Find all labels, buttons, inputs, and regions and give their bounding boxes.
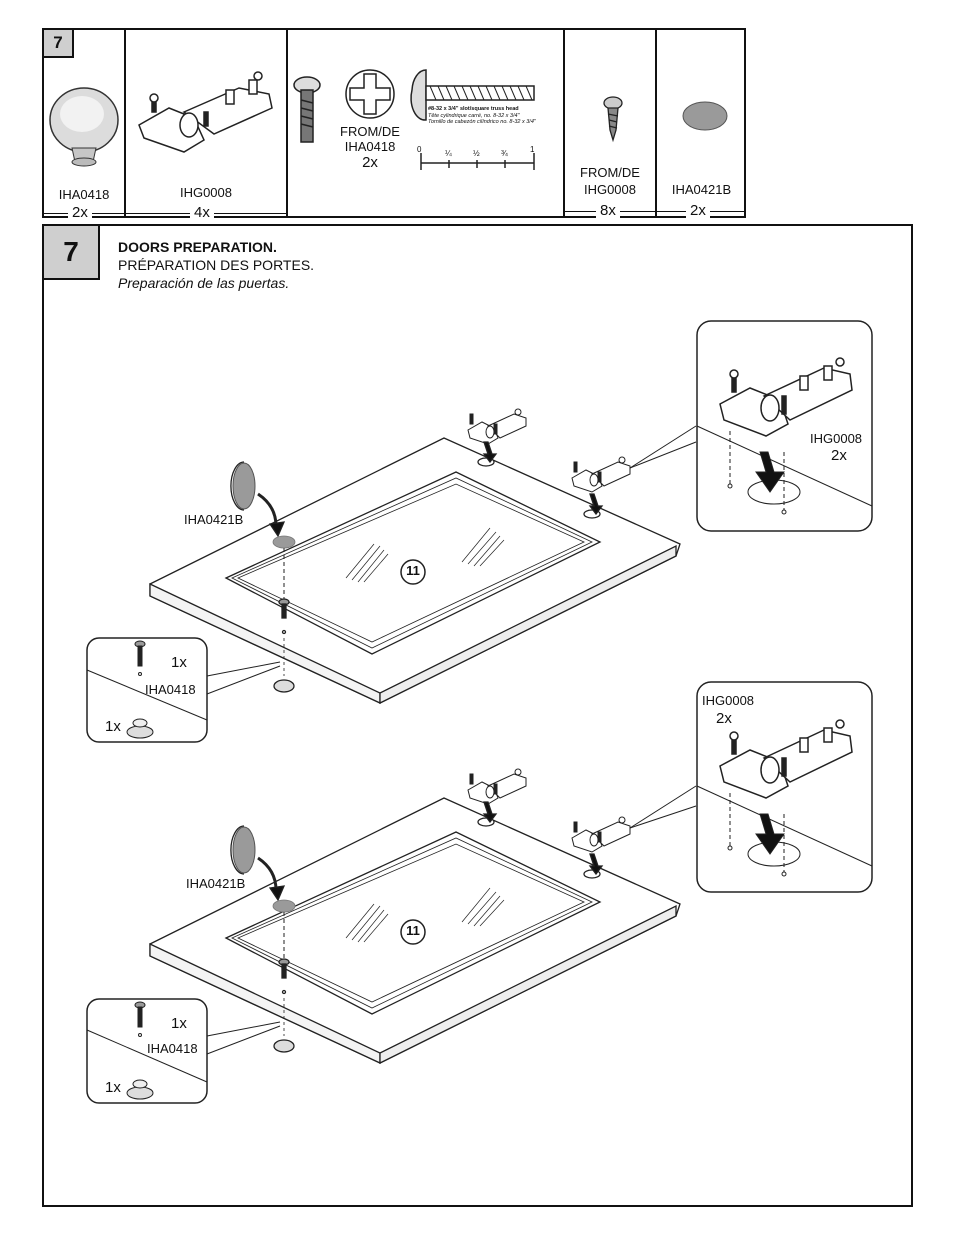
step-title-es: Preparación de las puertas. <box>118 275 290 291</box>
part-code: IHG0008 <box>583 182 637 197</box>
hinge-callout-qty: 2x <box>831 447 847 464</box>
screw-qty: 1x <box>171 1015 187 1032</box>
step-title-fr: PRÉPARATION DES PORTES. <box>118 257 315 273</box>
divider <box>655 30 657 216</box>
from-label: FROM/DE <box>580 165 640 180</box>
ruler-tick: ½ <box>473 149 480 158</box>
part-number-label: 11 <box>406 923 420 938</box>
part-code: IHG0008 <box>179 185 233 200</box>
knob-code: IHA0418 <box>147 1041 198 1056</box>
part-qty: 2x <box>362 154 378 171</box>
hinge-callout-bottom <box>696 681 873 893</box>
screw-spec-es: Tornillo de cabezón cilíndrico no. 8-32 … <box>428 119 536 125</box>
hinge-callout-qty: 2x <box>716 710 732 727</box>
knob-callout-bottom <box>86 998 281 1104</box>
part-qty: 8x <box>596 202 620 219</box>
divider <box>286 30 288 216</box>
wood-screw-icon <box>603 96 623 143</box>
part-number-label: 11 <box>406 563 420 578</box>
knob-qty: 1x <box>105 718 121 735</box>
step-title-en: DOORS PREPARATION. <box>118 239 277 255</box>
parts-illustrations <box>49 69 728 170</box>
ruler-tick: 1 <box>530 145 535 154</box>
knob-callout-top <box>86 637 281 743</box>
ruler-tick: ¼ <box>445 149 452 158</box>
part-code: IHA0421B <box>671 182 732 197</box>
from-label: FROM/DE <box>340 124 400 139</box>
ruler-tick: 0 <box>417 145 422 154</box>
hinge-callout-top <box>696 320 873 532</box>
step-panel: 7 DOORS PREPARATION. PRÉPARATION DES POR… <box>42 224 913 1207</box>
screw-spec-fr: Tête cylindrique carré, no. 8-32 x 3/4" <box>428 112 520 119</box>
step-badge: 7 <box>44 226 100 280</box>
bumper-label: IHA0421B <box>186 876 246 891</box>
part-code: IHA0418 <box>344 139 396 154</box>
divider <box>124 30 126 216</box>
truss-screw-icon <box>293 69 535 170</box>
hinge-callout-code: IHG0008 <box>702 693 755 708</box>
parts-step-badge: 7 <box>44 30 74 58</box>
divider <box>563 30 565 216</box>
bumper-label: IHA0421B <box>184 512 244 527</box>
screw-qty: 1x <box>171 654 187 671</box>
part-qty: 2x <box>68 204 92 221</box>
hinge-callout-code: IHG0008 <box>810 431 863 446</box>
screw-spec: #8-32 x 3/4" slot/square truss head Tête… <box>428 106 568 126</box>
part-code: IHA0418 <box>58 187 110 202</box>
door-bottom <box>149 768 697 1065</box>
knob-icon <box>49 87 119 167</box>
part-qty: 4x <box>190 204 214 221</box>
parts-box: 7 <box>42 28 746 221</box>
screw-spec-en: #8-32 x 3/4" slot/square truss head <box>428 106 519 112</box>
ruler-tick: ¾ <box>501 149 508 158</box>
bumper-pad-icon <box>682 101 728 131</box>
assembly-illustration <box>86 320 873 1104</box>
door-top <box>149 408 697 705</box>
part-qty: 2x <box>686 202 710 219</box>
hinge-icon <box>138 71 273 153</box>
knob-qty: 1x <box>105 1079 121 1096</box>
knob-code: IHA0418 <box>145 682 196 697</box>
